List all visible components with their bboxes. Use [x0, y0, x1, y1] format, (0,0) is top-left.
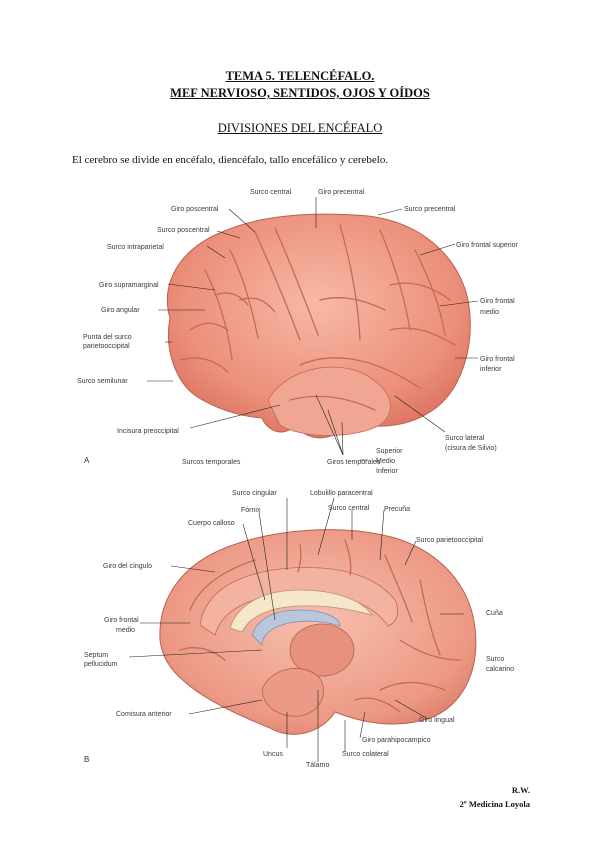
label-lobulillo: Lobulillo paracentral — [310, 490, 373, 497]
label-giro-frontal-superior: Giro frontal superior — [456, 242, 519, 249]
label-fornix: Fórnix — [241, 507, 261, 514]
label-surco-central: Surco central — [328, 505, 370, 512]
label-precuna: Precuña — [384, 506, 410, 513]
figure-a-labels: Surco central Giro precentral Giro posce… — [77, 189, 519, 475]
label-surco-cingular: Surco cingular — [232, 490, 277, 497]
label-incisura: Incisura preoccipital — [117, 428, 179, 435]
label-giro-precentral: Giro precentral — [318, 189, 365, 196]
label-giro-frontal-medio-2: medio — [116, 627, 135, 634]
section-heading: DIVISIONES DEL ENCÉFALO — [217, 121, 383, 135]
label-cuna: Cuña — [486, 610, 503, 617]
label-giro-supramarginal: Giro supramarginal — [99, 282, 159, 289]
label-giro-cingulo: Giro del cíngulo — [103, 563, 152, 570]
label-surco-calcarino-2: calcarino — [486, 666, 514, 673]
label-surco-calcarino-1: Surco — [486, 656, 504, 663]
label-giro-frontal-medio-1: Giro frontal — [480, 298, 515, 305]
intro-paragraph: El cerebro se divide en encéfalo, diencé… — [72, 154, 389, 166]
label-surco-lateral-1: Surco lateral — [445, 435, 485, 442]
figure-b-letter: B — [84, 755, 89, 764]
label-giro-lingual: Giro lingual — [419, 717, 455, 724]
label-surco-poscentral: Surco poscentral — [157, 227, 210, 234]
label-septum-1: Septum — [84, 652, 108, 659]
label-giro-frontal-medio-1: Giro frontal — [104, 617, 139, 624]
figure-a-letter: A — [84, 456, 90, 465]
label-uncus: Uncus — [263, 751, 283, 758]
label-surco-semilunar: Surco semilunar — [77, 378, 128, 385]
page-title-line2: MEF NERVIOSO, SENTIDOS, OJOS Y OÍDOS — [170, 86, 430, 100]
figure-a-leaders — [147, 197, 479, 461]
label-superior: Superior — [376, 448, 403, 455]
page-title-line1: TEMA 5. TELENCÉFALO. — [225, 69, 375, 83]
label-surco-precentral: Surco precentral — [404, 206, 456, 213]
label-medio: Medio — [376, 458, 395, 465]
label-giros-temporales: Giros temporales — [327, 459, 381, 466]
label-giro-poscentral: Giro poscentral — [171, 206, 219, 213]
label-punta-surco-1: Punta del surco — [83, 334, 132, 341]
label-surco-intraparietal: Surco intraparietal — [107, 244, 164, 251]
label-surco-colateral: Surco colateral — [342, 751, 389, 758]
label-comisura: Comisura anterior — [116, 711, 172, 718]
label-septum-2: pellucidum — [84, 661, 118, 668]
label-giro-frontal-inferior-2: inferior — [480, 366, 502, 373]
footer-initials: R.W. — [511, 785, 530, 795]
label-giro-angular: Giro angular — [101, 307, 140, 314]
label-surcos-temporales: Surcos temporales — [182, 459, 241, 466]
label-surco-lateral-2: (cisura de Silvio) — [445, 445, 497, 452]
brain-lateral-illustration — [166, 213, 471, 439]
label-surco-central: Surco central — [250, 189, 292, 196]
label-cuerpo-calloso: Cuerpo calloso — [188, 520, 235, 527]
label-punta-surco-2: parietooccipital — [83, 343, 130, 350]
label-giro-frontal-inferior-1: Giro frontal — [480, 356, 515, 363]
label-giro-frontal-medio-2: medio — [480, 309, 499, 316]
figure-b-leaders — [128, 497, 464, 762]
brain-medial-illustration — [159, 529, 477, 735]
label-inferior: Inferior — [376, 468, 398, 475]
figure-b-labels: Surco cingular Lobulillo paracentral Fór… — [84, 490, 514, 769]
label-talamo: Tálamo — [306, 762, 329, 769]
label-giro-parahipocampico: Giro parahipocampico — [362, 737, 431, 744]
label-surco-parietooccipital: Surco parietooccipital — [416, 537, 483, 544]
footer-course: 2º Medicina Loyola — [459, 799, 530, 809]
